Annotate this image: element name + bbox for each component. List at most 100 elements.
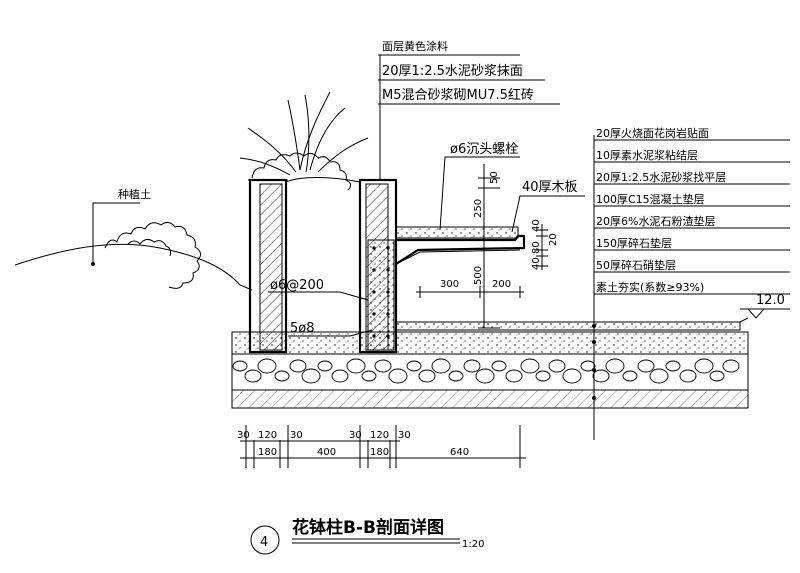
gravel-stone bbox=[244, 369, 262, 383]
gravel-stone bbox=[622, 370, 638, 382]
right-label-2: 10厚素水泥浆粘结层 bbox=[596, 148, 698, 162]
gravel-stone bbox=[374, 359, 392, 373]
gravel-stone bbox=[274, 370, 290, 382]
plant-bush bbox=[251, 152, 352, 191]
right-label-5: 20厚6%水泥石粉渣垫层 bbox=[596, 214, 715, 228]
right-label-lines bbox=[594, 139, 790, 295]
gravel-stone bbox=[418, 369, 436, 383]
title-underline bbox=[292, 538, 460, 544]
title-scale: 1:20 bbox=[462, 539, 484, 550]
main-rebar-label: 5ø8 bbox=[290, 321, 315, 336]
right-label-4: 100厚C15混凝土垫层 bbox=[596, 192, 705, 206]
bench-vdim-250: 250 bbox=[473, 199, 484, 218]
bdim-640: 640 bbox=[450, 447, 469, 458]
top-leader bbox=[378, 54, 560, 180]
gravel-stone bbox=[317, 360, 333, 372]
gravel-stone bbox=[694, 358, 714, 374]
gravel-stone bbox=[388, 368, 408, 384]
bench-hdim bbox=[416, 286, 524, 298]
wood-leader bbox=[511, 195, 585, 233]
bench-slab bbox=[395, 234, 526, 265]
small-vdim-40a: 40 bbox=[531, 219, 542, 232]
bolt-leader bbox=[439, 156, 520, 231]
bench-hdim-300: 300 bbox=[440, 279, 459, 290]
planting-soil-label: 种植土 bbox=[118, 187, 151, 201]
gravel-stone bbox=[679, 369, 697, 383]
stirrup-label: ø6@200 bbox=[270, 278, 324, 293]
gravel-stone bbox=[346, 358, 366, 374]
gravel-stone bbox=[406, 360, 422, 372]
bench-underside bbox=[395, 249, 521, 265]
gravel-stone bbox=[722, 359, 740, 373]
small-vdim bbox=[536, 224, 548, 270]
bdim-30c: 30 bbox=[349, 430, 362, 441]
gravel-stone bbox=[520, 358, 540, 374]
title-number: 4 bbox=[260, 535, 268, 550]
gravel-stone bbox=[605, 358, 625, 374]
stirrup-leader bbox=[268, 291, 369, 301]
gravel-stone bbox=[431, 358, 451, 374]
gravel-stone bbox=[463, 359, 481, 373]
gravel-stone bbox=[491, 360, 507, 372]
bdim-120b: 120 bbox=[370, 430, 389, 441]
right-label-1: 20厚火烧面花岗岩贴面 bbox=[596, 126, 709, 140]
right-label-3: 20厚1:2.5水泥砂浆找平层 bbox=[596, 170, 726, 184]
bench-vdim-500: 500 bbox=[473, 266, 484, 285]
gravel-stone bbox=[448, 370, 464, 382]
bolt-label: ø6沉头螺栓 bbox=[450, 142, 518, 157]
gravel-stone bbox=[665, 360, 681, 372]
top-label-3: M5混合砂浆砌MU7.5红砖 bbox=[382, 87, 534, 103]
shrub-left bbox=[104, 221, 201, 289]
small-vdim-80: 80 bbox=[531, 241, 542, 254]
bdim-400: 400 bbox=[317, 447, 336, 458]
bdim-30a: 30 bbox=[237, 430, 250, 441]
left-column-hatch bbox=[259, 183, 283, 351]
title-text: 花钵柱B-B剖面详图 bbox=[292, 517, 444, 538]
elevation-mark bbox=[740, 308, 790, 319]
paving-layer bbox=[395, 321, 741, 331]
gravel-stone bbox=[475, 368, 495, 384]
right-label-8: 素土夯实(系数≥93%) bbox=[596, 280, 704, 294]
gravel-stone bbox=[331, 369, 349, 383]
gravel-stone bbox=[562, 368, 582, 384]
main-rebar-leader bbox=[288, 329, 373, 337]
title-circle bbox=[250, 525, 280, 555]
gravel-stone bbox=[361, 370, 377, 382]
shrub-left-inner bbox=[127, 238, 171, 257]
soil-leader bbox=[92, 202, 140, 264]
bdim-120a: 120 bbox=[258, 430, 277, 441]
gravel-stone bbox=[548, 359, 566, 373]
bdim-30b: 30 bbox=[290, 430, 303, 441]
elevation-label: 12.0 bbox=[756, 293, 785, 308]
bdim-30d: 30 bbox=[398, 430, 411, 441]
top-label-2: 20厚1:2.5水泥砂浆抹面 bbox=[382, 64, 523, 79]
right-label-7: 50厚碎石硝垫层 bbox=[596, 258, 676, 272]
top-label-1: 面层黄色涂料 bbox=[382, 39, 448, 53]
wood-label: 40厚木板 bbox=[522, 180, 578, 195]
small-vdim-20: 20 bbox=[548, 233, 559, 246]
soil-mound bbox=[14, 243, 253, 291]
plant-leaves bbox=[239, 91, 369, 176]
bench-hdim-200: 200 bbox=[492, 279, 511, 290]
small-vdim-40b: 40 bbox=[531, 257, 542, 270]
gravel-stone bbox=[535, 370, 551, 382]
gravel-stone bbox=[232, 360, 248, 372]
gravel-stone bbox=[257, 358, 277, 374]
gravel-stone bbox=[301, 368, 321, 384]
gravel-stone bbox=[637, 359, 655, 373]
gravel-stone bbox=[709, 370, 725, 382]
right-label-6: 150厚碎石垫层 bbox=[596, 236, 672, 250]
bench-vdim bbox=[478, 164, 500, 329]
bench-vdim-50: 50 bbox=[489, 171, 500, 184]
gravel-stones bbox=[232, 358, 740, 384]
gravel-stone bbox=[580, 360, 596, 372]
bdim-180a: 180 bbox=[258, 447, 277, 458]
bdim-180b: 180 bbox=[370, 447, 389, 458]
gravel-stone bbox=[505, 369, 523, 383]
gravel-stone bbox=[592, 369, 610, 383]
bottom-dims bbox=[240, 425, 526, 468]
right-leader-dots bbox=[592, 324, 596, 400]
subgrade-layer bbox=[231, 389, 749, 409]
gravel-stone bbox=[289, 359, 307, 373]
